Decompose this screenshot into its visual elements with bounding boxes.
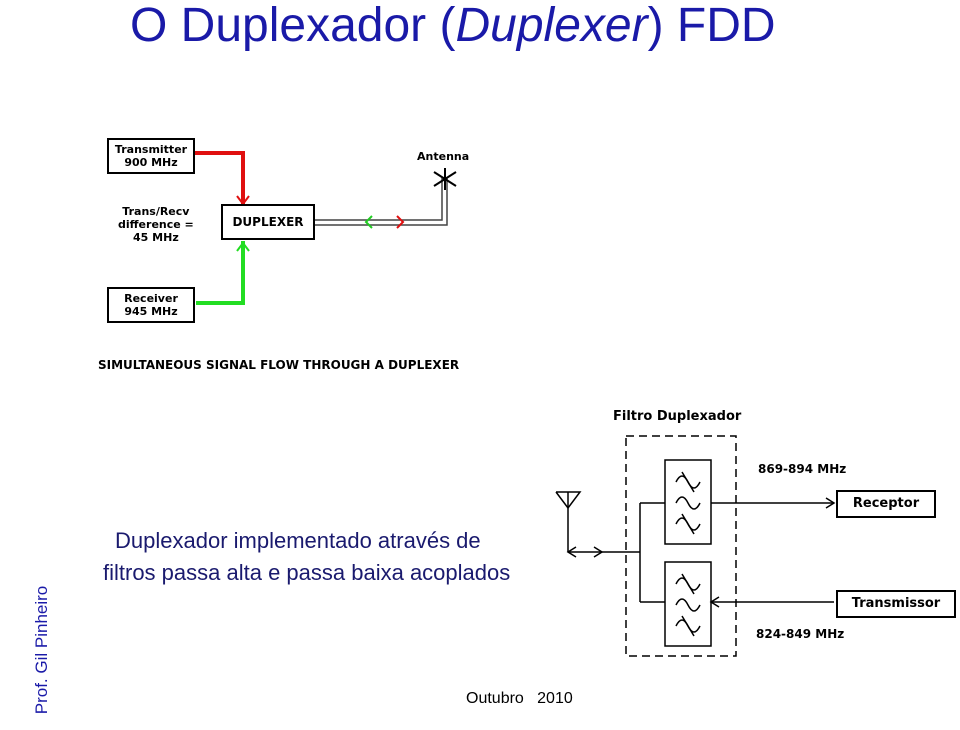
transmitter-box: Transmitter 900 MHz — [107, 138, 195, 174]
transmitter-label: Transmitter — [114, 143, 188, 156]
duplexer-label: DUPLEXER — [232, 215, 304, 229]
trans-recv-line2: difference = — [118, 218, 194, 231]
receiver-box: Receiver 945 MHz — [107, 287, 195, 323]
rx-arrow-head — [236, 241, 250, 252]
receptor-label: Receptor — [852, 496, 920, 511]
feed-arrow-left — [566, 546, 577, 558]
antenna-feed-line-2 — [314, 178, 448, 226]
diagram-lines — [194, 151, 836, 657]
rx-feed-arrow — [364, 215, 373, 229]
antenna-feed-line — [314, 178, 443, 221]
trans-recv-line1: Trans/Recv — [122, 205, 190, 218]
filter-enclosure — [625, 435, 737, 657]
receiver-label: Receiver — [124, 292, 178, 305]
title-prefix: O Duplexador ( — [130, 0, 456, 52]
diagram-caption: SIMULTANEOUS SIGNAL FLOW THROUGH A DUPLE… — [98, 358, 460, 372]
receiver-freq: 945 MHz — [124, 305, 178, 318]
transmissor-label: Transmissor — [851, 596, 941, 611]
transmissor-arrow — [709, 596, 720, 608]
title-italic: Duplexer — [455, 0, 648, 52]
rx-signal-line — [196, 241, 245, 305]
antenna-icon — [433, 168, 457, 190]
receptor-box: Receptor — [836, 490, 936, 518]
author-label: Prof. Gil Pinheiro — [32, 585, 51, 715]
antenna-label: Antenna — [417, 150, 470, 163]
receptor-arrow — [825, 497, 836, 509]
title-suffix: ) FDD — [647, 0, 776, 52]
duplexer-box: DUPLEXER — [221, 204, 315, 240]
filter-title: Filtro Duplexador — [613, 409, 742, 424]
low-pass-filter-icon — [675, 573, 701, 637]
tx-feed-arrow — [396, 215, 405, 229]
rx-band-label: 869-894 MHz — [758, 462, 847, 476]
description-line2: filtros passa alta e passa baixa acoplad… — [103, 560, 511, 585]
antenna-symbol-icon — [555, 491, 582, 552]
slide-title: O Duplexador (Duplexer) FDD — [130, 0, 776, 53]
tx-band-label: 824-849 MHz — [756, 627, 845, 641]
trans-recv-line3: 45 MHz — [133, 231, 179, 244]
tx-signal-line — [194, 151, 245, 204]
high-pass-filter-box — [664, 459, 712, 545]
description-line1: Duplexador implementado através de — [115, 528, 481, 553]
low-pass-filter-box — [664, 561, 712, 647]
footer-date: Outubro 2010 — [466, 690, 573, 707]
high-pass-filter-icon — [675, 471, 701, 535]
transmissor-box: Transmissor — [836, 590, 956, 618]
trans-recv-difference: Trans/Recv difference = 45 MHz — [118, 205, 194, 244]
transmitter-freq: 900 MHz — [124, 156, 178, 169]
